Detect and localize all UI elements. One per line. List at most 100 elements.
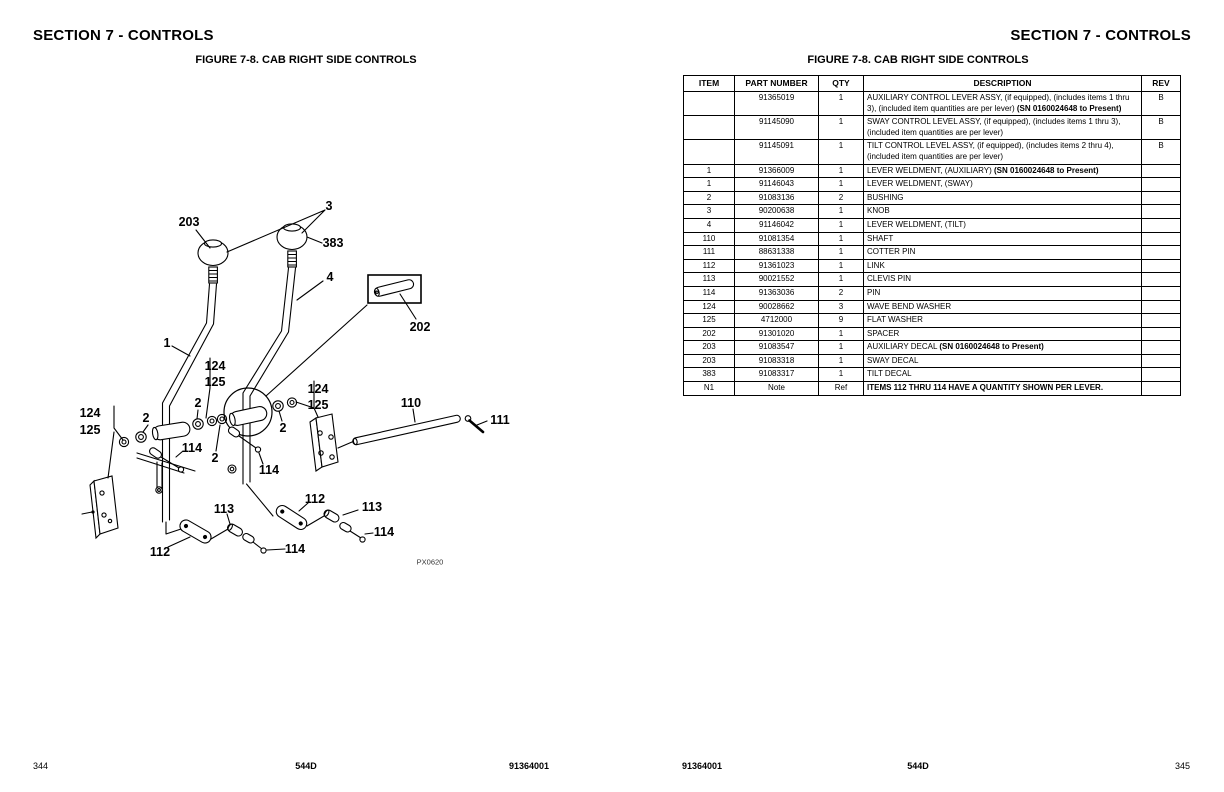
cell-rev: B (1141, 90, 1181, 117)
cell-rev (1141, 367, 1181, 383)
cell-qty: 1 (818, 177, 864, 192)
callout-label: 202 (410, 320, 431, 334)
mounting-plate-left (81, 475, 119, 540)
cell-rev (1141, 258, 1181, 274)
section-header-right: SECTION 7 - CONTROLS (1010, 27, 1191, 44)
footer-doc-number-left: 91364001 (508, 761, 549, 771)
cell-rev (1141, 231, 1181, 247)
cell-part-number: Note (734, 381, 819, 396)
cell-rev (1141, 190, 1181, 206)
callout-label: 2 (280, 421, 287, 435)
cell-rev (1141, 353, 1181, 369)
cell-part-number: 91083318 (734, 353, 819, 369)
cell-item: 4 (683, 217, 735, 233)
cell-qty: 2 (818, 190, 864, 206)
cell-description: LEVER WELDMENT, (TILT) (863, 217, 1142, 233)
footer-page-number-right: 345 (1174, 761, 1190, 771)
callout-label: 124 (80, 406, 100, 420)
pin-114-upper-left (148, 447, 185, 473)
cell-rev (1141, 177, 1181, 192)
callout-label: 2 (195, 396, 202, 410)
cell-item: 1 (683, 163, 735, 179)
cell-description: SHAFT (863, 231, 1142, 247)
cell-item: 2 (683, 190, 735, 206)
cell-qty: 1 (818, 204, 864, 219)
cell-part-number: 91146042 (734, 217, 819, 233)
cell-description: WAVE BEND WASHER (863, 299, 1142, 315)
cell-part-number: 90200638 (734, 204, 819, 219)
image-code: PX0620 (417, 558, 444, 567)
mounting-bracket (136, 452, 237, 494)
callout-label: 114 (285, 542, 305, 556)
cell-rev (1141, 163, 1181, 179)
cell-item: 112 (683, 258, 735, 274)
cell-part-number: 90021552 (734, 272, 819, 287)
cell-qty: 1 (818, 353, 864, 369)
cell-qty: 3 (818, 299, 864, 315)
cell-qty: 1 (818, 326, 864, 342)
column-header: QTY (818, 75, 864, 92)
cell-part-number: 88631338 (734, 245, 819, 260)
cell-item: 110 (683, 231, 735, 247)
shaft-110 (352, 414, 461, 446)
cell-description: TILT CONTROL LEVEL ASSY, (if equipped), … (863, 139, 1142, 165)
cell-qty: 1 (818, 272, 864, 287)
column-header: ITEM (683, 75, 735, 92)
callout-label: 2 (212, 451, 219, 465)
cell-description: PIN (863, 285, 1142, 301)
cell-qty: 2 (818, 285, 864, 301)
cell-qty: 1 (818, 90, 864, 117)
cell-item (683, 139, 735, 165)
cell-rev (1141, 340, 1181, 355)
washers-and-bushings (118, 397, 298, 448)
cell-part-number: 91363036 (734, 285, 819, 301)
cell-part-number: 91145091 (734, 139, 819, 165)
cell-rev (1141, 313, 1181, 328)
knob-left (197, 239, 229, 284)
cell-qty: 1 (818, 139, 864, 165)
figure-title-right: FIGURE 7-8. CAB RIGHT SIDE CONTROLS (807, 54, 1029, 66)
cell-description: SWAY CONTROL LEVEL ASSY, (if equipped), … (863, 115, 1142, 141)
cell-part-number: 91083136 (734, 190, 819, 206)
exploded-parts-diagram: 2033383420211241252124125212412522110111… (80, 199, 510, 567)
cell-description: TILT DECAL (863, 367, 1142, 383)
mounting-plate-right (309, 413, 353, 472)
cell-part-number: 91083317 (734, 367, 819, 383)
cell-description: BUSHING (863, 190, 1142, 206)
cell-description: CLEVIS PIN (863, 272, 1142, 287)
cell-part-number: 91083547 (734, 340, 819, 355)
section-header-left: SECTION 7 - CONTROLS (33, 27, 214, 44)
callout-label: 1 (164, 336, 171, 350)
cell-part-number: 90028662 (734, 299, 819, 315)
cell-item: 383 (683, 367, 735, 383)
cell-qty: 9 (818, 313, 864, 328)
cell-rev: B (1141, 139, 1181, 165)
cell-part-number: 91366009 (734, 163, 819, 179)
cell-item: 124 (683, 299, 735, 315)
cell-item: 111 (683, 245, 735, 260)
cell-description: ITEMS 112 THRU 114 HAVE A QUANTITY SHOWN… (863, 381, 1142, 396)
link-112-right (275, 504, 366, 543)
column-header: PART NUMBER (734, 75, 819, 92)
callout-label: 125 (80, 423, 100, 437)
cell-description: LEVER WELDMENT, (AUXILIARY) (SN 01600246… (863, 163, 1142, 179)
cell-rev (1141, 299, 1181, 315)
column-header: REV (1141, 75, 1181, 92)
knob-right (276, 223, 308, 268)
callout-label: 112 (305, 492, 325, 506)
cell-rev (1141, 285, 1181, 301)
cell-item (683, 115, 735, 141)
cell-rev (1141, 326, 1181, 342)
cell-part-number: 91365019 (734, 90, 819, 117)
